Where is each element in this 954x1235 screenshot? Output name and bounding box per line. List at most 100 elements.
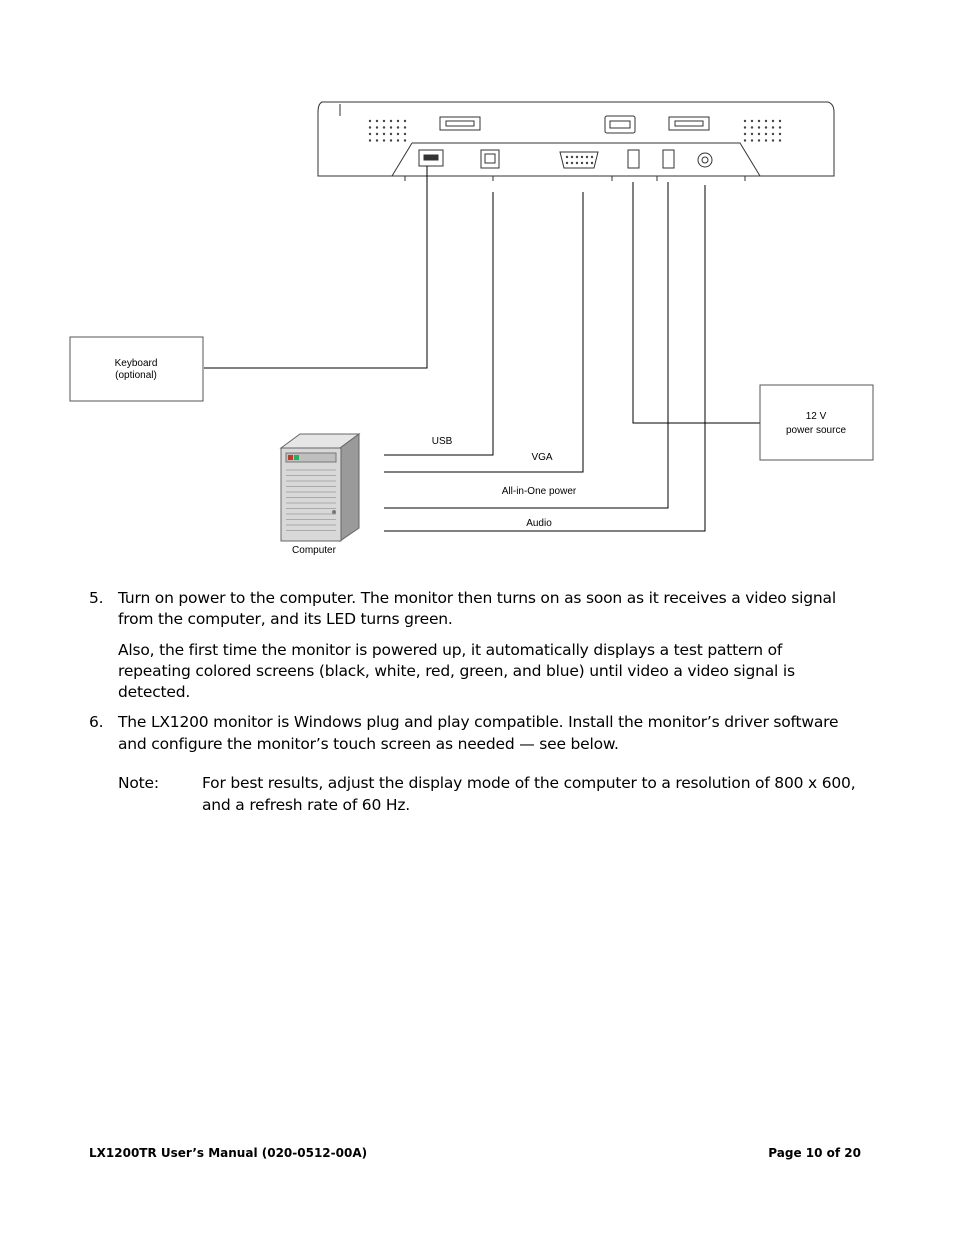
speaker-hole — [771, 126, 775, 129]
speaker-hole — [570, 155, 574, 159]
power-voltage-label: 12 V — [806, 411, 827, 422]
speaker-hole — [757, 132, 761, 136]
speaker-hole — [750, 139, 754, 142]
keyboard-box: Keyboard (optional) — [69, 336, 204, 402]
connection-diagram: Keyboard (optional) 12 V power source US… — [69, 101, 874, 556]
step-5-line-1: Turn on power to the computer. The monit… — [118, 589, 836, 607]
speaker-hole — [771, 132, 775, 136]
keyboard-cable — [204, 166, 428, 369]
speaker-hole — [750, 126, 754, 129]
speaker-hole — [565, 161, 569, 165]
audio-cable-label: Audio — [526, 518, 552, 529]
speaker-hole — [585, 161, 589, 165]
step-5-extra-line-3: detected. — [118, 683, 191, 701]
speaker-hole — [743, 126, 747, 129]
speaker-hole — [771, 119, 775, 123]
speaker-hole — [396, 139, 400, 142]
keyboard-optional-label: (optional) — [115, 370, 157, 381]
step-5: 5. Turn on power to the computer. The mo… — [0, 588, 954, 708]
note: Note: For best results, adjust the displ… — [0, 773, 954, 819]
computer-label: Computer — [292, 545, 337, 556]
audio-cable — [384, 185, 706, 532]
speaker-hole — [778, 126, 782, 129]
speaker-hole — [764, 139, 768, 142]
speaker-hole — [382, 126, 386, 129]
step-6-line-2: and configure the monitor’s touch screen… — [118, 735, 619, 753]
speaker-grille-left — [368, 119, 407, 142]
footer-page-number: Page 10 of 20 — [768, 1146, 861, 1160]
vga-cable-label: VGA — [531, 452, 552, 463]
power-source-box: 12 V power source — [759, 384, 874, 461]
speaker-hole — [757, 119, 761, 123]
cables — [204, 166, 760, 532]
step-5-line-2: from the computer, and its LED turns gre… — [118, 610, 453, 628]
speaker-hole — [757, 126, 761, 129]
speaker-hole — [382, 139, 386, 142]
speaker-hole — [743, 139, 747, 142]
power-cable-label: All-in-One power — [502, 486, 577, 497]
step-5-extra-line-1: Also, the first time the monitor is powe… — [118, 641, 783, 659]
computer-tower-icon: Computer — [279, 433, 361, 556]
footer-manual-title: LX1200TR User’s Manual (020-0512-00A) — [89, 1146, 368, 1160]
speaker-hole — [389, 139, 393, 142]
speaker-hole — [403, 139, 407, 142]
speaker-hole — [743, 132, 747, 136]
speaker-hole — [585, 155, 589, 159]
keyboard-label: Keyboard — [115, 358, 158, 369]
speaker-hole — [771, 139, 775, 142]
speaker-hole — [375, 132, 379, 136]
power-source-label: power source — [786, 425, 846, 436]
speaker-hole — [368, 132, 372, 136]
speaker-hole — [403, 126, 407, 129]
speaker-hole — [580, 161, 584, 165]
speaker-hole — [368, 126, 372, 129]
speaker-hole — [368, 139, 372, 142]
speaker-hole — [743, 119, 747, 123]
speaker-hole — [778, 119, 782, 123]
power-cable-12v — [632, 182, 760, 424]
speaker-hole — [375, 119, 379, 123]
speaker-grille-right — [743, 119, 782, 142]
speaker-hole — [368, 119, 372, 123]
note-line-2: and a refresh rate of 60 Hz. — [202, 796, 410, 814]
vga-cable — [384, 192, 584, 473]
speaker-hole — [382, 132, 386, 136]
speaker-hole — [590, 155, 594, 159]
speaker-hole — [764, 119, 768, 123]
speaker-hole — [403, 119, 407, 123]
speaker-hole — [403, 132, 407, 136]
speaker-hole — [764, 132, 768, 136]
speaker-hole — [396, 119, 400, 123]
speaker-hole — [750, 132, 754, 136]
monitor-back-panel — [317, 101, 835, 181]
speaker-hole — [575, 155, 579, 159]
speaker-hole — [396, 132, 400, 136]
usb-cable — [384, 192, 494, 456]
speaker-hole — [382, 119, 386, 123]
step-6-line-1: The LX1200 monitor is Windows plug and p… — [118, 713, 839, 731]
vga-pins — [565, 155, 594, 165]
speaker-hole — [778, 132, 782, 136]
speaker-hole — [375, 126, 379, 129]
speaker-hole — [570, 161, 574, 165]
speaker-hole — [764, 126, 768, 129]
step-5-number: 5. — [89, 589, 104, 607]
speaker-hole — [590, 161, 594, 165]
all-in-one-power-cable — [384, 182, 669, 509]
speaker-hole — [757, 139, 761, 142]
speaker-hole — [389, 126, 393, 129]
note-label: Note: — [118, 774, 159, 792]
step-5-extra-line-2: repeating colored screens (black, white,… — [118, 662, 795, 680]
speaker-hole — [565, 155, 569, 159]
step-6: 6. The LX1200 monitor is Windows plug an… — [0, 712, 954, 758]
speaker-hole — [396, 126, 400, 129]
note-line-1: For best results, adjust the display mod… — [202, 774, 856, 792]
speaker-hole — [575, 161, 579, 165]
speaker-hole — [389, 119, 393, 123]
speaker-hole — [750, 119, 754, 123]
speaker-hole — [778, 139, 782, 142]
speaker-hole — [389, 132, 393, 136]
speaker-hole — [580, 155, 584, 159]
step-6-number: 6. — [89, 713, 104, 731]
speaker-hole — [375, 139, 379, 142]
